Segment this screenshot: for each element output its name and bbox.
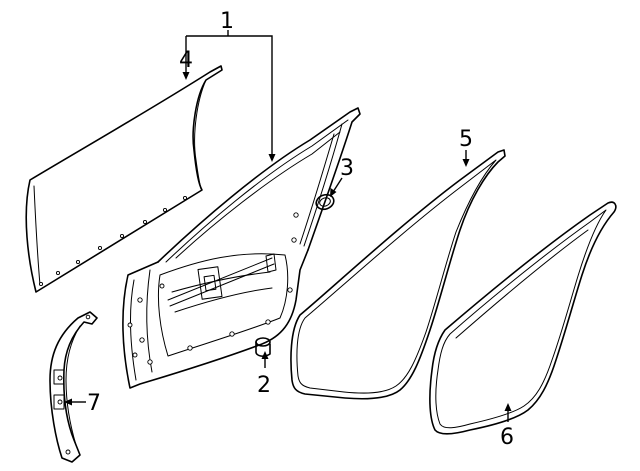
leader-lines bbox=[64, 30, 512, 422]
outer-panel-holes bbox=[38, 195, 188, 287]
callout-3: 3 bbox=[340, 156, 354, 181]
door-shell bbox=[122, 107, 361, 389]
callout-4: 4 bbox=[179, 48, 193, 73]
callout-labels: 1 2 3 4 5 6 7 bbox=[87, 9, 514, 450]
door-weatherstrip bbox=[429, 201, 617, 435]
body-weatherstrip bbox=[290, 149, 506, 400]
door-bumper bbox=[255, 337, 271, 357]
grommet-plug bbox=[315, 193, 335, 211]
outer-door-panel bbox=[25, 65, 223, 293]
hinge-bracket bbox=[49, 311, 98, 463]
door-shell-holes bbox=[127, 212, 299, 365]
callout-2: 2 bbox=[257, 373, 271, 398]
callout-1: 1 bbox=[220, 9, 234, 34]
callout-6: 6 bbox=[500, 425, 514, 450]
callout-7: 7 bbox=[87, 391, 101, 416]
callout-5: 5 bbox=[459, 127, 473, 152]
